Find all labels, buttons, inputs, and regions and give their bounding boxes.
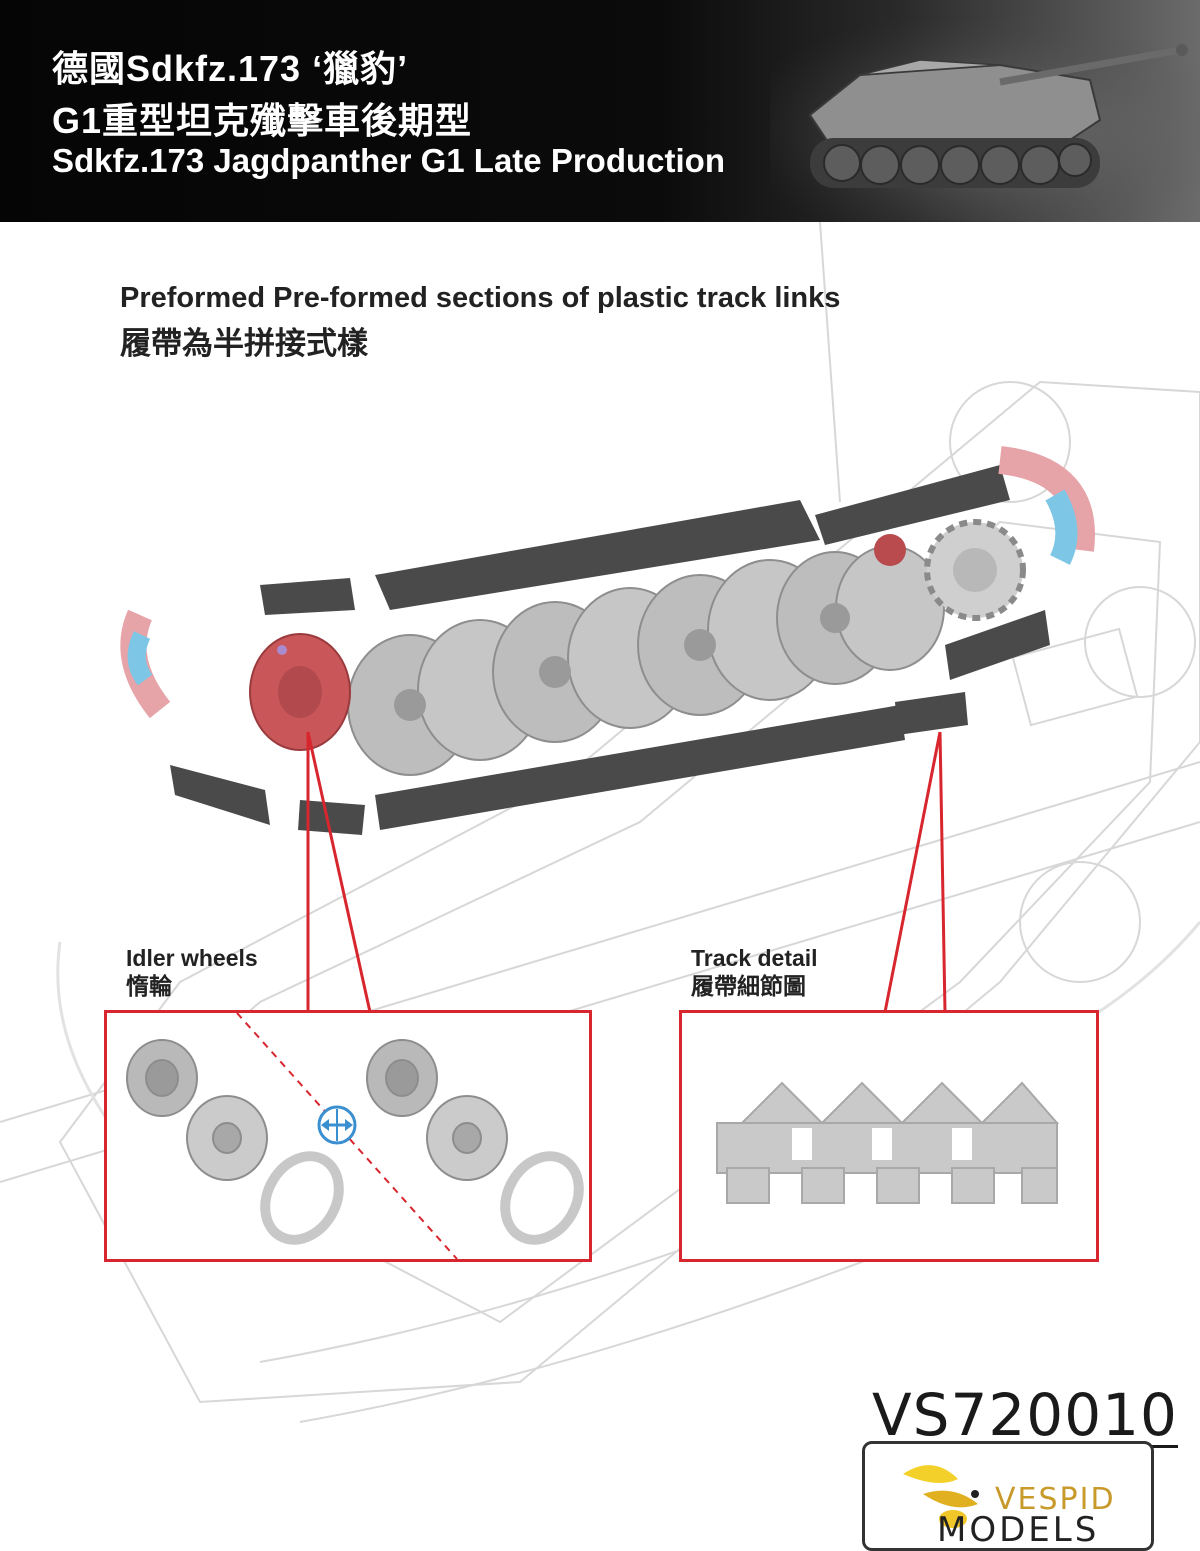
title-zh-line2: G1重型坦克殲擊車後期型: [52, 100, 473, 141]
track-label-zh: 履帶細節圖: [691, 973, 806, 999]
track-label: Track detail 履帶細節圖: [691, 944, 818, 1000]
upper-track-run: [260, 465, 1010, 615]
brand-name-line1: VESPID: [995, 1482, 1116, 1517]
track-label-en: Track detail: [691, 945, 818, 971]
curved-track-links-right: [998, 446, 1095, 565]
subtitle-zh: 履帶為半拼接式樣: [120, 326, 368, 361]
subtitle-en: Preformed Pre-formed sections of plastic…: [120, 282, 841, 314]
title-zh-line1: 德國Sdkfz.173 ‘獵豹’: [52, 48, 409, 89]
idler-label-en: Idler wheels: [126, 945, 258, 971]
idler-detail-box: [104, 1010, 592, 1262]
brand-name-line2: MODELS: [937, 1510, 1100, 1550]
track-detail-box: [679, 1010, 1099, 1262]
running-gear-illustration: [120, 446, 1095, 835]
header-banner: 德國Sdkfz.173 ‘獵豹’ G1重型坦克殲擊車後期型 Sdkfz.173 …: [0, 0, 1200, 222]
curved-track-links-left: [120, 609, 171, 719]
title-en: Sdkfz.173 Jagdpanther G1 Late Production: [52, 142, 725, 179]
vespid-logo: VESPID MODELS: [862, 1441, 1154, 1551]
wasp-icon: [903, 1465, 979, 1528]
idler-detail-drawing: [126, 1013, 584, 1259]
wheel-hubs: [394, 603, 850, 721]
idler-wheel: [249, 633, 351, 751]
track-detail-drawing: [716, 1081, 1060, 1204]
swap-arrow-icon: [317, 1105, 357, 1145]
idler-label: Idler wheels 惰輪: [126, 944, 258, 1000]
drive-sprocket: [874, 519, 1026, 621]
tank-photo: [770, 20, 1200, 220]
product-code: VS720010: [872, 1381, 1178, 1449]
idler-label-zh: 惰輪: [126, 973, 172, 999]
tank-line-drawing: [0, 222, 1200, 1423]
